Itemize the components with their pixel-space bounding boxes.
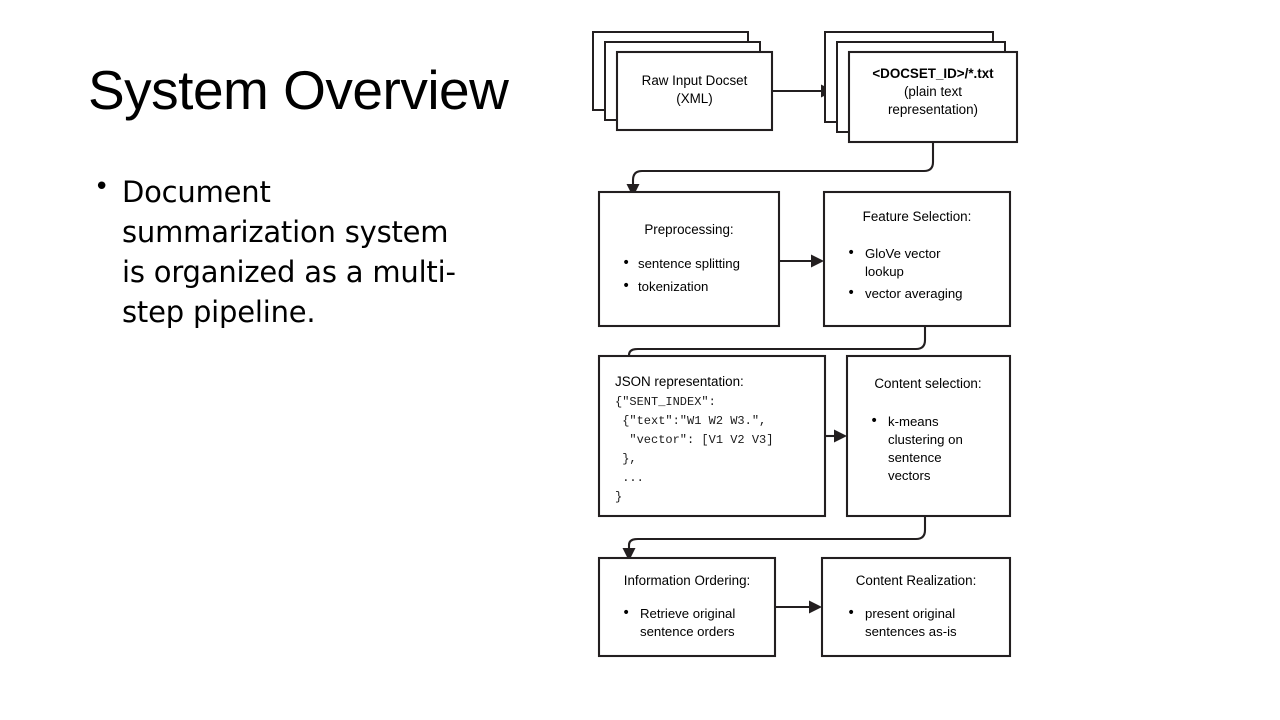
node-information-ordering: Information Ordering: • Retrieve origina… bbox=[597, 556, 777, 658]
svg-text:sentence orders: sentence orders bbox=[640, 624, 735, 639]
node-json-code-line-6: } bbox=[615, 490, 622, 504]
svg-text:Retrieve original: Retrieve original bbox=[640, 606, 735, 621]
node-feature-selection: Feature Selection: • GloVe vector lookup… bbox=[822, 190, 1012, 328]
node-plain-text-line-2: (plain text bbox=[904, 84, 962, 99]
node-raw-input-docset-line-1: Raw Input Docset bbox=[642, 73, 748, 88]
svg-text:vectors: vectors bbox=[888, 468, 931, 483]
node-json-representation-title: JSON representation: bbox=[615, 374, 744, 389]
edge-content-selection-to-information-ordering bbox=[622, 516, 927, 561]
node-information-ordering-bullet-1: Retrieve original sentence orders bbox=[640, 606, 735, 639]
bullet-point-icon: • bbox=[94, 171, 110, 202]
node-feature-selection-bullet-1: GloVe vector lookup bbox=[865, 246, 941, 279]
bullet-point-icon: • bbox=[847, 285, 855, 301]
node-json-code-line-3: "vector": [V1 V2 V3] bbox=[615, 433, 773, 447]
bullet-text: Document summarization system is organiz… bbox=[122, 174, 456, 329]
node-preprocessing-bullet-1: sentence splitting bbox=[638, 256, 740, 271]
svg-text:k-means: k-means bbox=[888, 414, 939, 429]
edge-information-ordering-to-content-realization bbox=[775, 600, 822, 614]
node-plain-text-line-3: representation) bbox=[888, 102, 978, 117]
list-item: • Document summarization system is organ… bbox=[88, 172, 460, 332]
node-json-code-line-2: {"text":"W1 W2 W3.", bbox=[615, 414, 766, 428]
node-json-code-line-5: ... bbox=[615, 471, 644, 485]
node-content-realization: Content Realization: • present original … bbox=[820, 556, 1012, 658]
pipeline-diagram: Raw Input Docset (XML) <DOCSET_ID>/*.txt… bbox=[575, 18, 1045, 678]
bullet-point-icon: • bbox=[622, 605, 630, 621]
bullet-list: • Document summarization system is organ… bbox=[88, 172, 460, 332]
slide-text-column: System Overview • Document summarization… bbox=[88, 59, 558, 482]
node-information-ordering-title: Information Ordering: bbox=[624, 573, 751, 588]
node-json-representation: JSON representation: {"SENT_INDEX": {"te… bbox=[597, 354, 827, 518]
node-preprocessing: Preprocessing: • sentence splitting • to… bbox=[597, 190, 781, 328]
node-plain-text-line-1: <DOCSET_ID>/*.txt bbox=[872, 66, 994, 81]
node-preprocessing-bullet-2: tokenization bbox=[638, 279, 708, 294]
node-feature-selection-bullet-2: vector averaging bbox=[865, 286, 963, 301]
node-content-realization-bullet-1: present original sentences as-is bbox=[865, 606, 957, 639]
svg-text:sentences as-is: sentences as-is bbox=[865, 624, 957, 639]
node-raw-input-docset-line-2: (XML) bbox=[676, 91, 712, 106]
page-title: System Overview bbox=[88, 59, 509, 121]
node-content-selection-bullet-1: k-means clustering on sentence vectors bbox=[888, 414, 963, 483]
node-json-code-line-4: }, bbox=[615, 452, 637, 466]
edge-preprocessing-to-feature-selection bbox=[779, 254, 824, 268]
node-content-selection: Content selection: • k-means clustering … bbox=[845, 354, 1012, 518]
node-json-code-line-1: {"SENT_INDEX": bbox=[615, 395, 716, 409]
bullet-point-icon: • bbox=[870, 413, 878, 429]
edge-plain-text-to-preprocessing bbox=[626, 142, 935, 197]
edge-json-to-content-selection bbox=[825, 429, 847, 443]
node-content-selection-title: Content selection: bbox=[874, 376, 981, 391]
bullet-point-icon: • bbox=[847, 245, 855, 261]
node-preprocessing-title: Preprocessing: bbox=[644, 222, 733, 237]
bullet-point-icon: • bbox=[622, 255, 630, 271]
node-feature-selection-title: Feature Selection: bbox=[863, 209, 972, 224]
bullet-point-icon: • bbox=[847, 605, 855, 621]
node-content-realization-title: Content Realization: bbox=[856, 573, 977, 588]
bullet-point-icon: • bbox=[622, 278, 630, 294]
svg-text:sentence: sentence bbox=[888, 450, 942, 465]
svg-text:present original: present original bbox=[865, 606, 955, 621]
svg-text:GloVe vector: GloVe vector bbox=[865, 246, 941, 261]
node-plain-text-representation: <DOCSET_ID>/*.txt (plain text representa… bbox=[824, 31, 1019, 144]
svg-text:lookup: lookup bbox=[865, 264, 904, 279]
node-raw-input-docset: Raw Input Docset (XML) bbox=[592, 31, 774, 132]
svg-text:clustering on: clustering on bbox=[888, 432, 963, 447]
